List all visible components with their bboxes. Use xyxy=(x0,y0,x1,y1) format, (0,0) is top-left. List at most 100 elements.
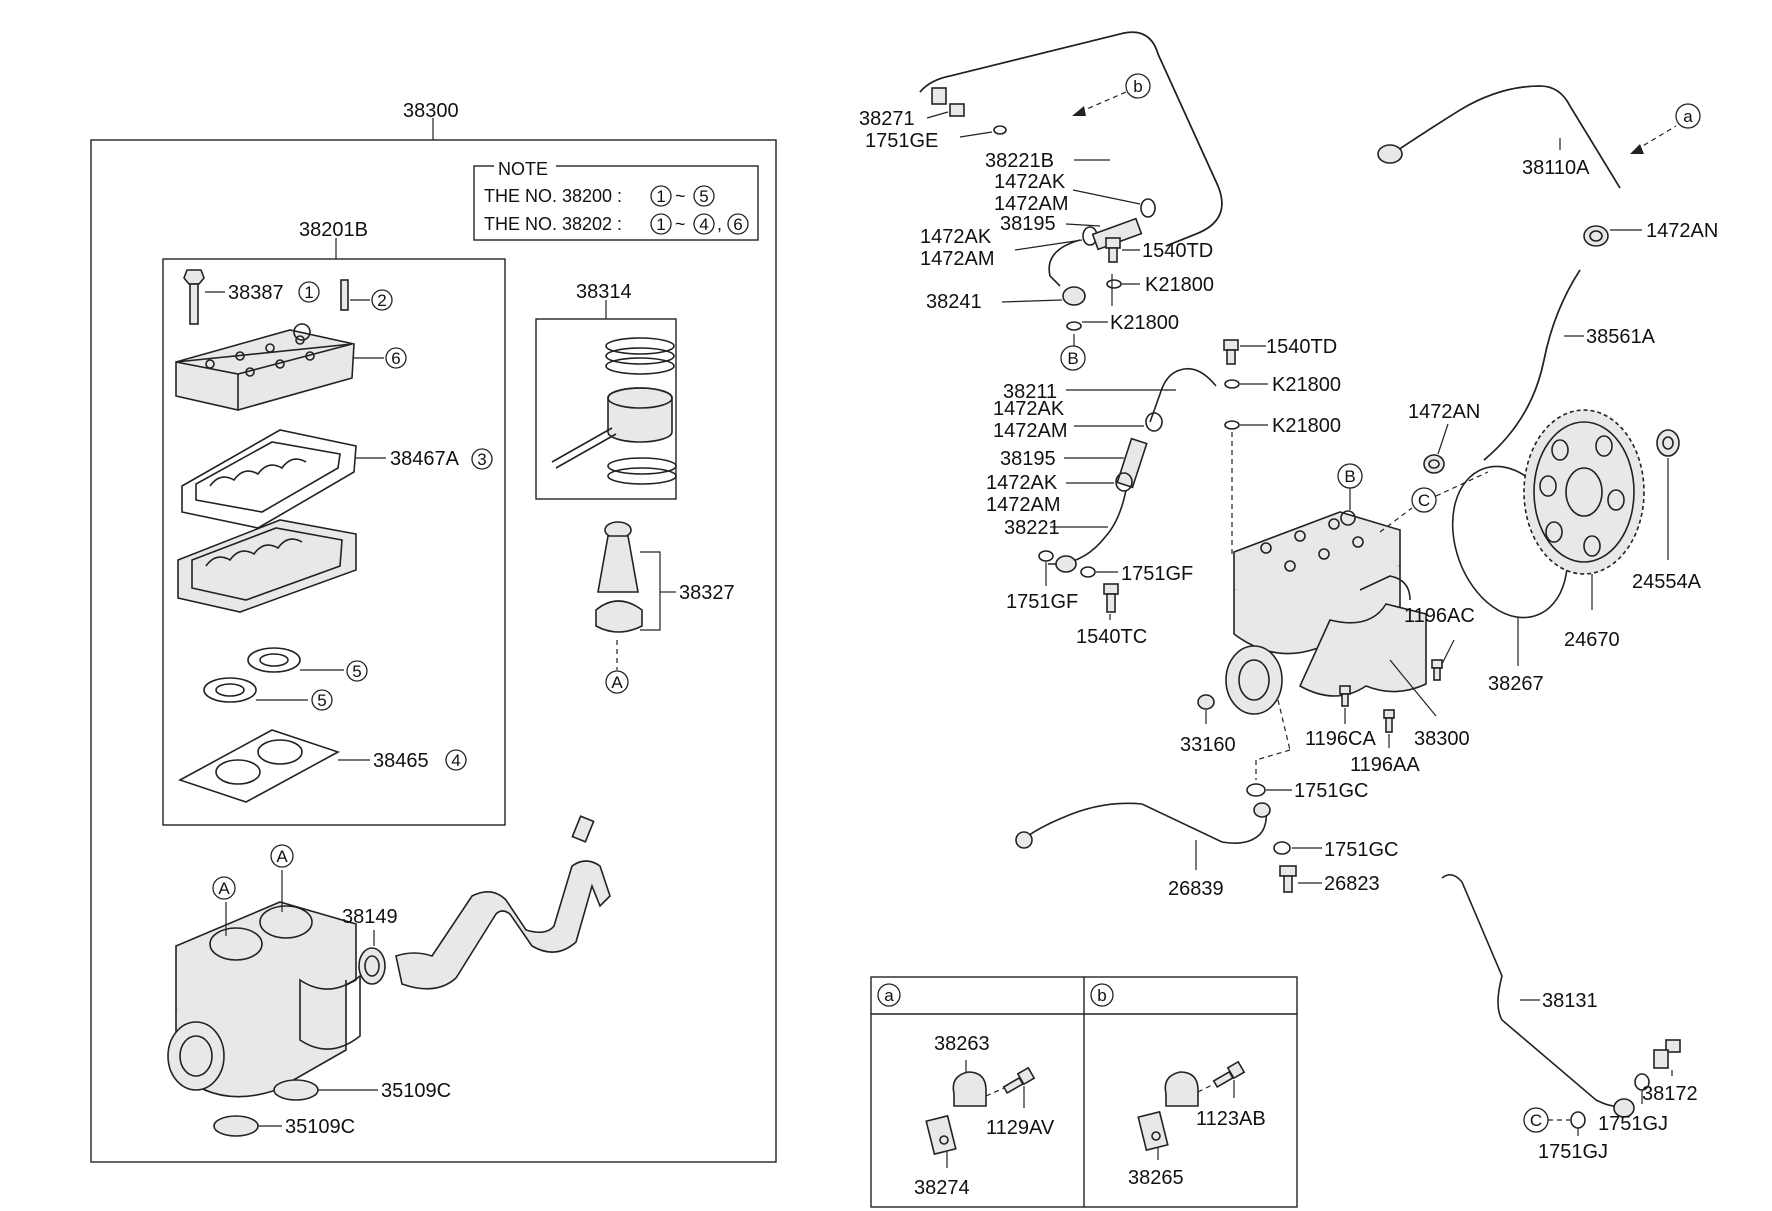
label-38195-1[interactable]: 38195 xyxy=(1000,213,1056,235)
label-38172[interactable]: 38172 xyxy=(1642,1083,1698,1105)
cylinder-head-plate[interactable] xyxy=(175,323,355,411)
bolt-38387[interactable] xyxy=(183,269,205,325)
clamp-38265[interactable] xyxy=(1137,1071,1199,1152)
oil-seal-38149[interactable] xyxy=(358,947,386,985)
washer-1751GC-1[interactable] xyxy=(1246,783,1266,797)
label-1472AN-1[interactable]: 1472AN xyxy=(1646,220,1718,242)
washer-1751GF-1[interactable] xyxy=(1038,550,1054,562)
label-1472AM-4[interactable]: 1472AM xyxy=(986,494,1061,516)
valve-gasket-5b[interactable] xyxy=(203,677,257,703)
clamp-1472AN-2[interactable] xyxy=(1423,454,1445,474)
label-1751GC-2[interactable]: 1751GC xyxy=(1324,839,1399,861)
label-38561A[interactable]: 38561A xyxy=(1586,326,1656,348)
piston-38314[interactable] xyxy=(551,337,677,485)
label-1472AM-2[interactable]: 1472AM xyxy=(920,248,995,270)
label-1196AA[interactable]: 1196AA xyxy=(1350,754,1420,776)
label-38149[interactable]: 38149 xyxy=(342,906,398,928)
pipe-38211[interactable] xyxy=(1149,367,1217,423)
label-38300-top[interactable]: 38300 xyxy=(403,100,459,122)
bolt-1196CA[interactable] xyxy=(1339,685,1351,707)
washer-1751GE[interactable] xyxy=(993,125,1007,135)
label-38274[interactable]: 38274 xyxy=(914,1177,970,1199)
label-1540TD-1[interactable]: 1540TD xyxy=(1142,240,1213,262)
label-38221B[interactable]: 38221B xyxy=(985,150,1054,172)
nut-24554A[interactable] xyxy=(1656,429,1680,457)
label-24554A[interactable]: 24554A xyxy=(1632,571,1702,593)
label-1129AV[interactable]: 1129AV xyxy=(986,1117,1055,1139)
label-38387[interactable]: 38387 xyxy=(228,282,284,304)
label-1751GJ-1[interactable]: 1751GJ xyxy=(1598,1113,1668,1135)
label-38467A[interactable]: 38467A xyxy=(390,448,460,470)
label-38201B[interactable]: 38201B xyxy=(299,219,368,241)
label-1472AK-3[interactable]: 1472AK xyxy=(993,398,1065,420)
label-33160[interactable]: 33160 xyxy=(1180,734,1236,756)
cap-35109C-b[interactable] xyxy=(213,1115,259,1137)
label-1751GF-2[interactable]: 1751GF xyxy=(1121,563,1193,585)
washer-1751GF-2[interactable] xyxy=(1080,566,1096,578)
valve-gasket-5a[interactable] xyxy=(247,647,301,673)
label-K21800-1[interactable]: K21800 xyxy=(1145,274,1214,296)
bolt-1540TC[interactable] xyxy=(1103,583,1119,613)
label-1540TC[interactable]: 1540TC xyxy=(1076,626,1147,648)
hose-clamp-lower[interactable] xyxy=(1115,412,1163,492)
label-35109C-a[interactable]: 35109C xyxy=(381,1080,451,1102)
washer-K21800-4[interactable] xyxy=(1224,420,1240,430)
banjo-38241[interactable] xyxy=(1062,286,1086,306)
fitting-38271[interactable] xyxy=(931,87,965,117)
gear-24670[interactable] xyxy=(1523,409,1645,575)
label-38195-2[interactable]: 38195 xyxy=(1000,448,1056,470)
label-38263[interactable]: 38263 xyxy=(934,1033,990,1055)
label-35109C-b[interactable]: 35109C xyxy=(285,1116,355,1138)
label-1751GC-1[interactable]: 1751GC xyxy=(1294,780,1369,802)
label-K21800-2[interactable]: K21800 xyxy=(1110,312,1179,334)
label-26839[interactable]: 26839 xyxy=(1168,878,1224,900)
label-K21800-4[interactable]: K21800 xyxy=(1272,415,1341,437)
pipe-26839[interactable] xyxy=(1021,802,1268,844)
washer-K21800-3[interactable] xyxy=(1224,379,1240,389)
label-38314[interactable]: 38314 xyxy=(576,281,632,303)
crankcase-body[interactable] xyxy=(167,901,361,1098)
valve-plate[interactable] xyxy=(177,519,357,613)
label-38300-right[interactable]: 38300 xyxy=(1414,728,1470,750)
bolt-26823[interactable] xyxy=(1279,865,1297,893)
washer-K21800-1[interactable] xyxy=(1106,279,1122,289)
label-1472AK-4[interactable]: 1472AK xyxy=(986,472,1058,494)
label-1472AM-3[interactable]: 1472AM xyxy=(993,420,1068,442)
label-1751GF-1[interactable]: 1751GF xyxy=(1006,591,1078,613)
label-38267[interactable]: 38267 xyxy=(1488,673,1544,695)
label-1472AN-2[interactable]: 1472AN xyxy=(1408,401,1480,423)
washer-1751GJ-2[interactable] xyxy=(1570,1111,1586,1129)
label-38271[interactable]: 38271 xyxy=(859,108,915,130)
washer-1751GC-2[interactable] xyxy=(1273,841,1291,855)
label-24670[interactable]: 24670 xyxy=(1564,629,1620,651)
cap-35109C-a[interactable] xyxy=(273,1079,319,1101)
bolt-1123AB[interactable] xyxy=(1212,1060,1246,1089)
label-38465[interactable]: 38465 xyxy=(373,750,429,772)
bolt-38172[interactable] xyxy=(1653,1039,1681,1069)
label-1123AB[interactable]: 1123AB xyxy=(1196,1108,1266,1130)
washer-K21800-2[interactable] xyxy=(1066,321,1082,331)
label-26823[interactable]: 26823 xyxy=(1324,873,1380,895)
bolt-1540TD-2[interactable] xyxy=(1223,339,1239,365)
label-38265[interactable]: 38265 xyxy=(1128,1167,1184,1189)
pin-2[interactable] xyxy=(340,279,349,311)
label-1751GE[interactable]: 1751GE xyxy=(865,130,938,152)
bolt-1196AA[interactable] xyxy=(1383,709,1395,733)
plug-33160[interactable] xyxy=(1197,694,1215,710)
crankshaft[interactable] xyxy=(395,815,611,990)
label-38131[interactable]: 38131 xyxy=(1542,990,1598,1012)
connecting-rod-38327[interactable] xyxy=(595,521,643,633)
label-38221[interactable]: 38221 xyxy=(1004,517,1060,539)
label-38327[interactable]: 38327 xyxy=(679,582,735,604)
label-38110A[interactable]: 38110A xyxy=(1522,157,1590,179)
label-1472AK-1[interactable]: 1472AK xyxy=(994,171,1066,193)
label-38211[interactable]: 38211 xyxy=(1003,381,1057,403)
label-K21800-3[interactable]: K21800 xyxy=(1272,374,1341,396)
bolt-1129AV[interactable] xyxy=(1002,1066,1036,1095)
clamp-38263[interactable] xyxy=(925,1071,987,1156)
pipe-38221B[interactable] xyxy=(919,31,1223,247)
pipe-38131[interactable] xyxy=(1441,874,1625,1108)
bolt-1540TD-1[interactable] xyxy=(1105,237,1121,263)
label-1540TD-2[interactable]: 1540TD xyxy=(1266,336,1337,358)
label-1196CA[interactable]: 1196CA xyxy=(1305,728,1376,750)
